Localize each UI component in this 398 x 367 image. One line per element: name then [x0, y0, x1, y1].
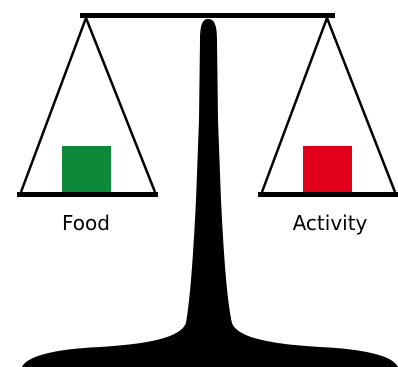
left-pan-block: [62, 146, 111, 195]
right-pan-plate: [258, 192, 398, 197]
left-pan-plate: [17, 192, 158, 197]
scale-beam: [80, 13, 335, 18]
left-pan: [17, 18, 158, 197]
right-pan: [258, 18, 398, 197]
right-pan-block: [303, 146, 352, 195]
right-pan-label: Activity: [293, 211, 368, 235]
left-pan-label: Food: [62, 211, 110, 235]
